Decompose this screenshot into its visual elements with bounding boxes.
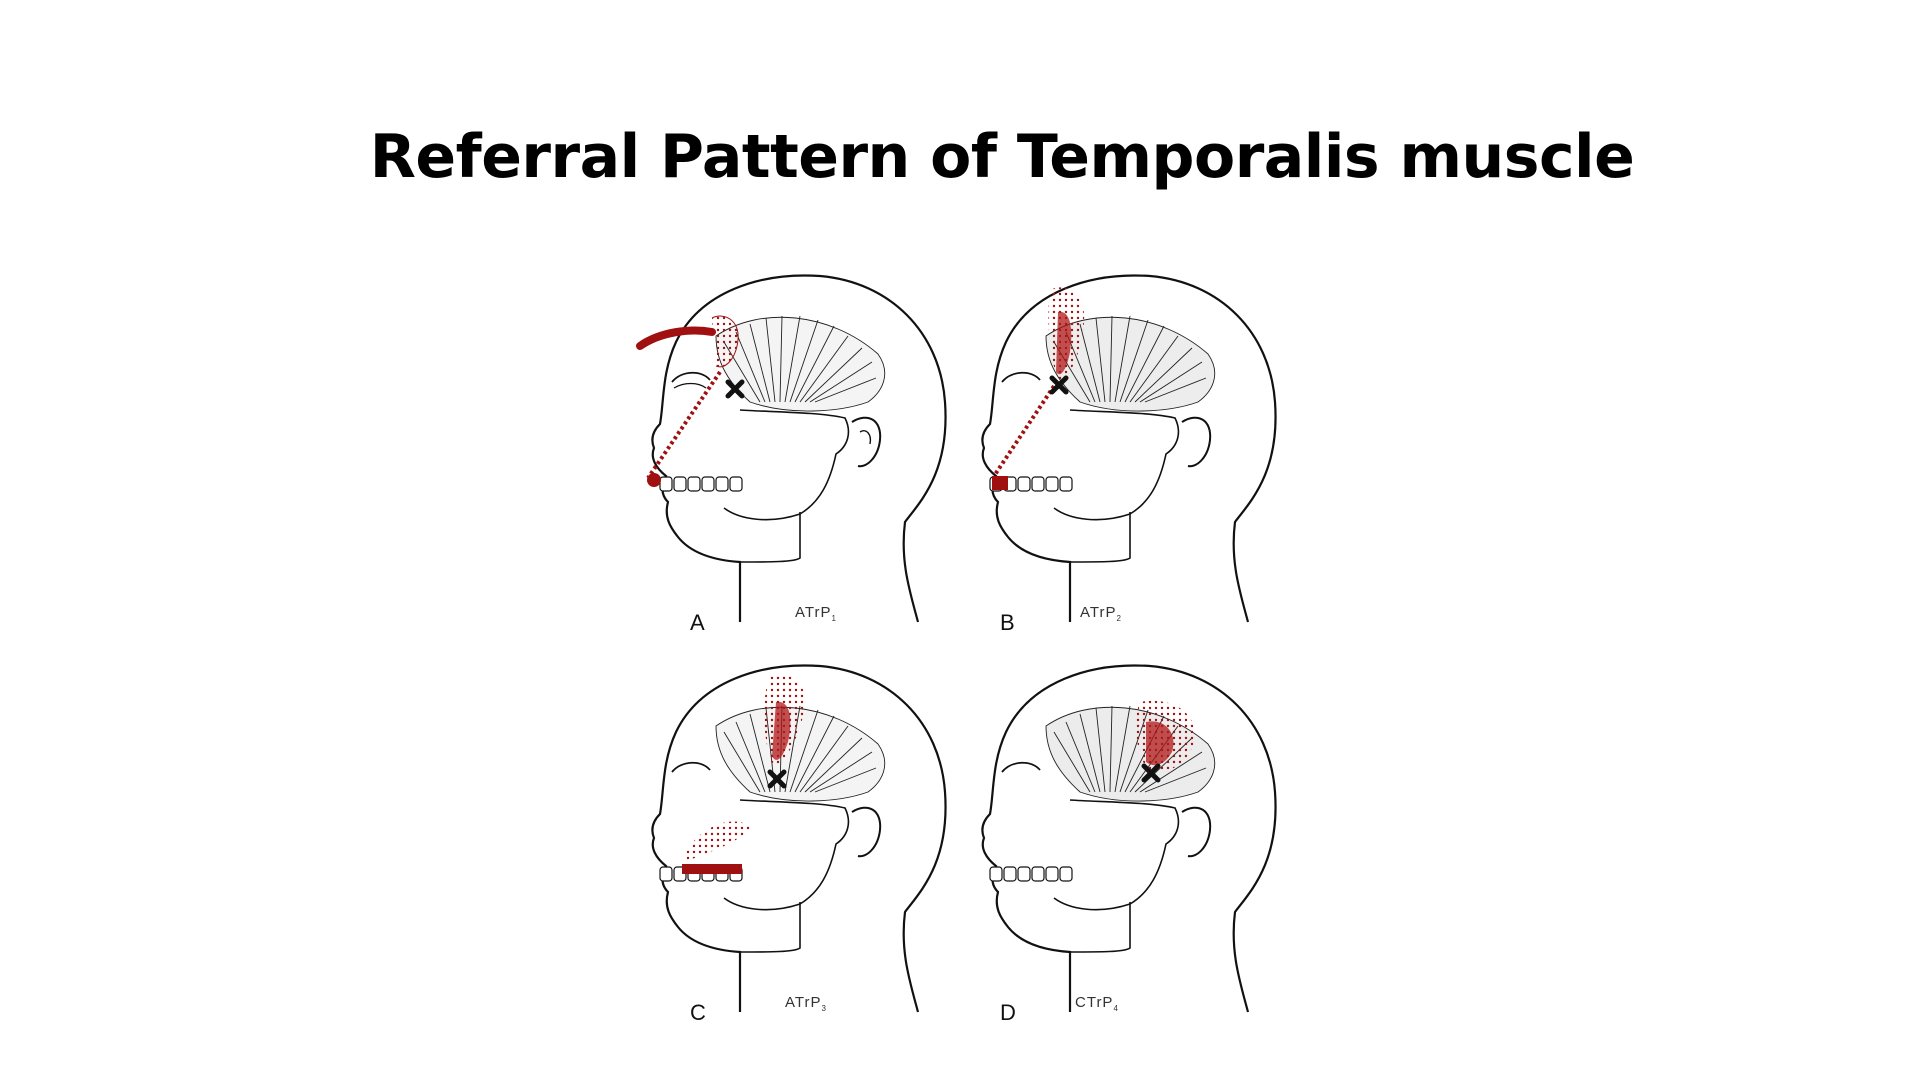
panel-letter-a: A: [690, 610, 705, 635]
panel-code-a: ATrP1: [795, 604, 837, 623]
panel-code-c-text: ATrP: [785, 994, 822, 1011]
panel-code-b-sub: 2: [1116, 614, 1122, 623]
panel-code-c: ATrP3: [785, 994, 827, 1013]
panel-letter-c: C: [690, 1000, 706, 1025]
panel-d: D CTrP4: [950, 652, 1290, 1032]
panel-code-d-text: CTrP: [1075, 994, 1114, 1011]
panel-letter-d: D: [1000, 1000, 1016, 1025]
panel-code-a-text: ATrP: [795, 604, 832, 621]
slide-title: Referral Pattern of Temporalis muscle: [369, 122, 1635, 192]
panel-code-b-text: ATrP: [1080, 604, 1117, 621]
panel-code-b: ATrP2: [1080, 604, 1122, 623]
panel-code-c-sub: 3: [821, 1004, 827, 1013]
panel-code-d: CTrP4: [1075, 994, 1119, 1013]
head-illustration-c: [651, 664, 947, 1013]
head-illustration-a: [636, 274, 947, 623]
temporalis-referral-figure: A ATrP1: [620, 262, 1300, 1025]
panel-letter-b: B: [1000, 610, 1015, 635]
panel-code-a-sub: 1: [831, 614, 837, 623]
panel-b: B ATrP2: [950, 262, 1290, 642]
panel-c: C ATrP3: [620, 652, 960, 1032]
panel-a: A ATrP1: [620, 262, 960, 642]
head-illustration-b: [981, 274, 1277, 623]
panel-code-d-sub: 4: [1113, 1004, 1119, 1013]
head-illustration-d: [981, 664, 1277, 1013]
